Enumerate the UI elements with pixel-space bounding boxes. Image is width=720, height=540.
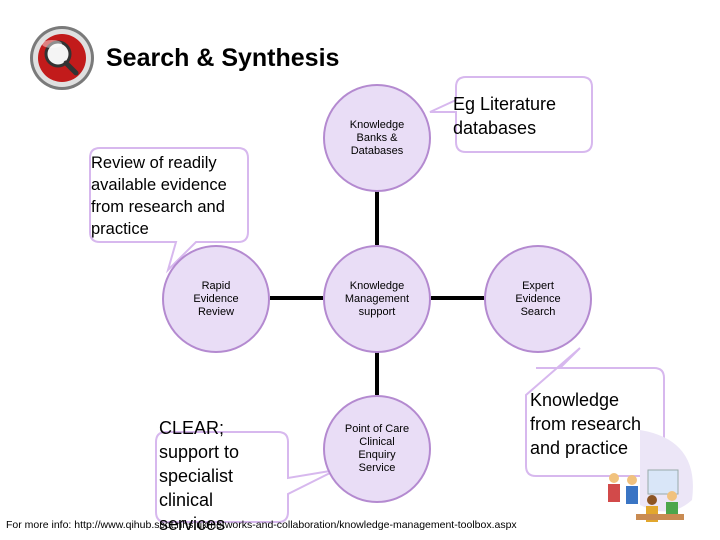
node-expert-evidence-search: Expert Evidence Search <box>484 245 592 353</box>
node-point-of-care-label: Point of Care Clinical Enquiry Service <box>344 423 410 474</box>
node-knowledge-banks: Knowledge Banks & Databases <box>323 84 431 192</box>
callout-literature-shape <box>429 76 593 153</box>
page-title: Search & Synthesis <box>106 44 340 72</box>
node-point-of-care: Point of Care Clinical Enquiry Service <box>323 395 431 503</box>
callout-clear-text: CLEAR; support to specialist clinical se… <box>159 418 240 534</box>
node-rapid-evidence-review-label: Rapid Evidence Review <box>193 279 239 318</box>
node-knowledge-banks-label: Knowledge Banks & Databases <box>349 118 405 157</box>
callout-review-text: Review of readily available evidence fro… <box>91 154 227 238</box>
callout-clear-shape <box>155 431 337 523</box>
connectors <box>270 190 484 395</box>
callout-knowledge-text: Knowledge from research and practice <box>530 390 642 458</box>
callout-review-shape <box>89 147 249 274</box>
node-expert-evidence-search-label: Expert Evidence Search <box>515 279 561 318</box>
people-meeting-clipart <box>608 430 693 522</box>
node-knowledge-management: Knowledge Management support <box>323 245 431 353</box>
magnifier-search-icon <box>30 26 94 90</box>
node-rapid-evidence-review: Rapid Evidence Review <box>162 245 270 353</box>
node-knowledge-management-label: Knowledge Management support <box>344 279 410 318</box>
callout-literature-text: Eg Literature databases <box>453 94 557 138</box>
footer-link[interactable]: For more info: http://www.qihub.scot.nhs… <box>6 519 517 531</box>
